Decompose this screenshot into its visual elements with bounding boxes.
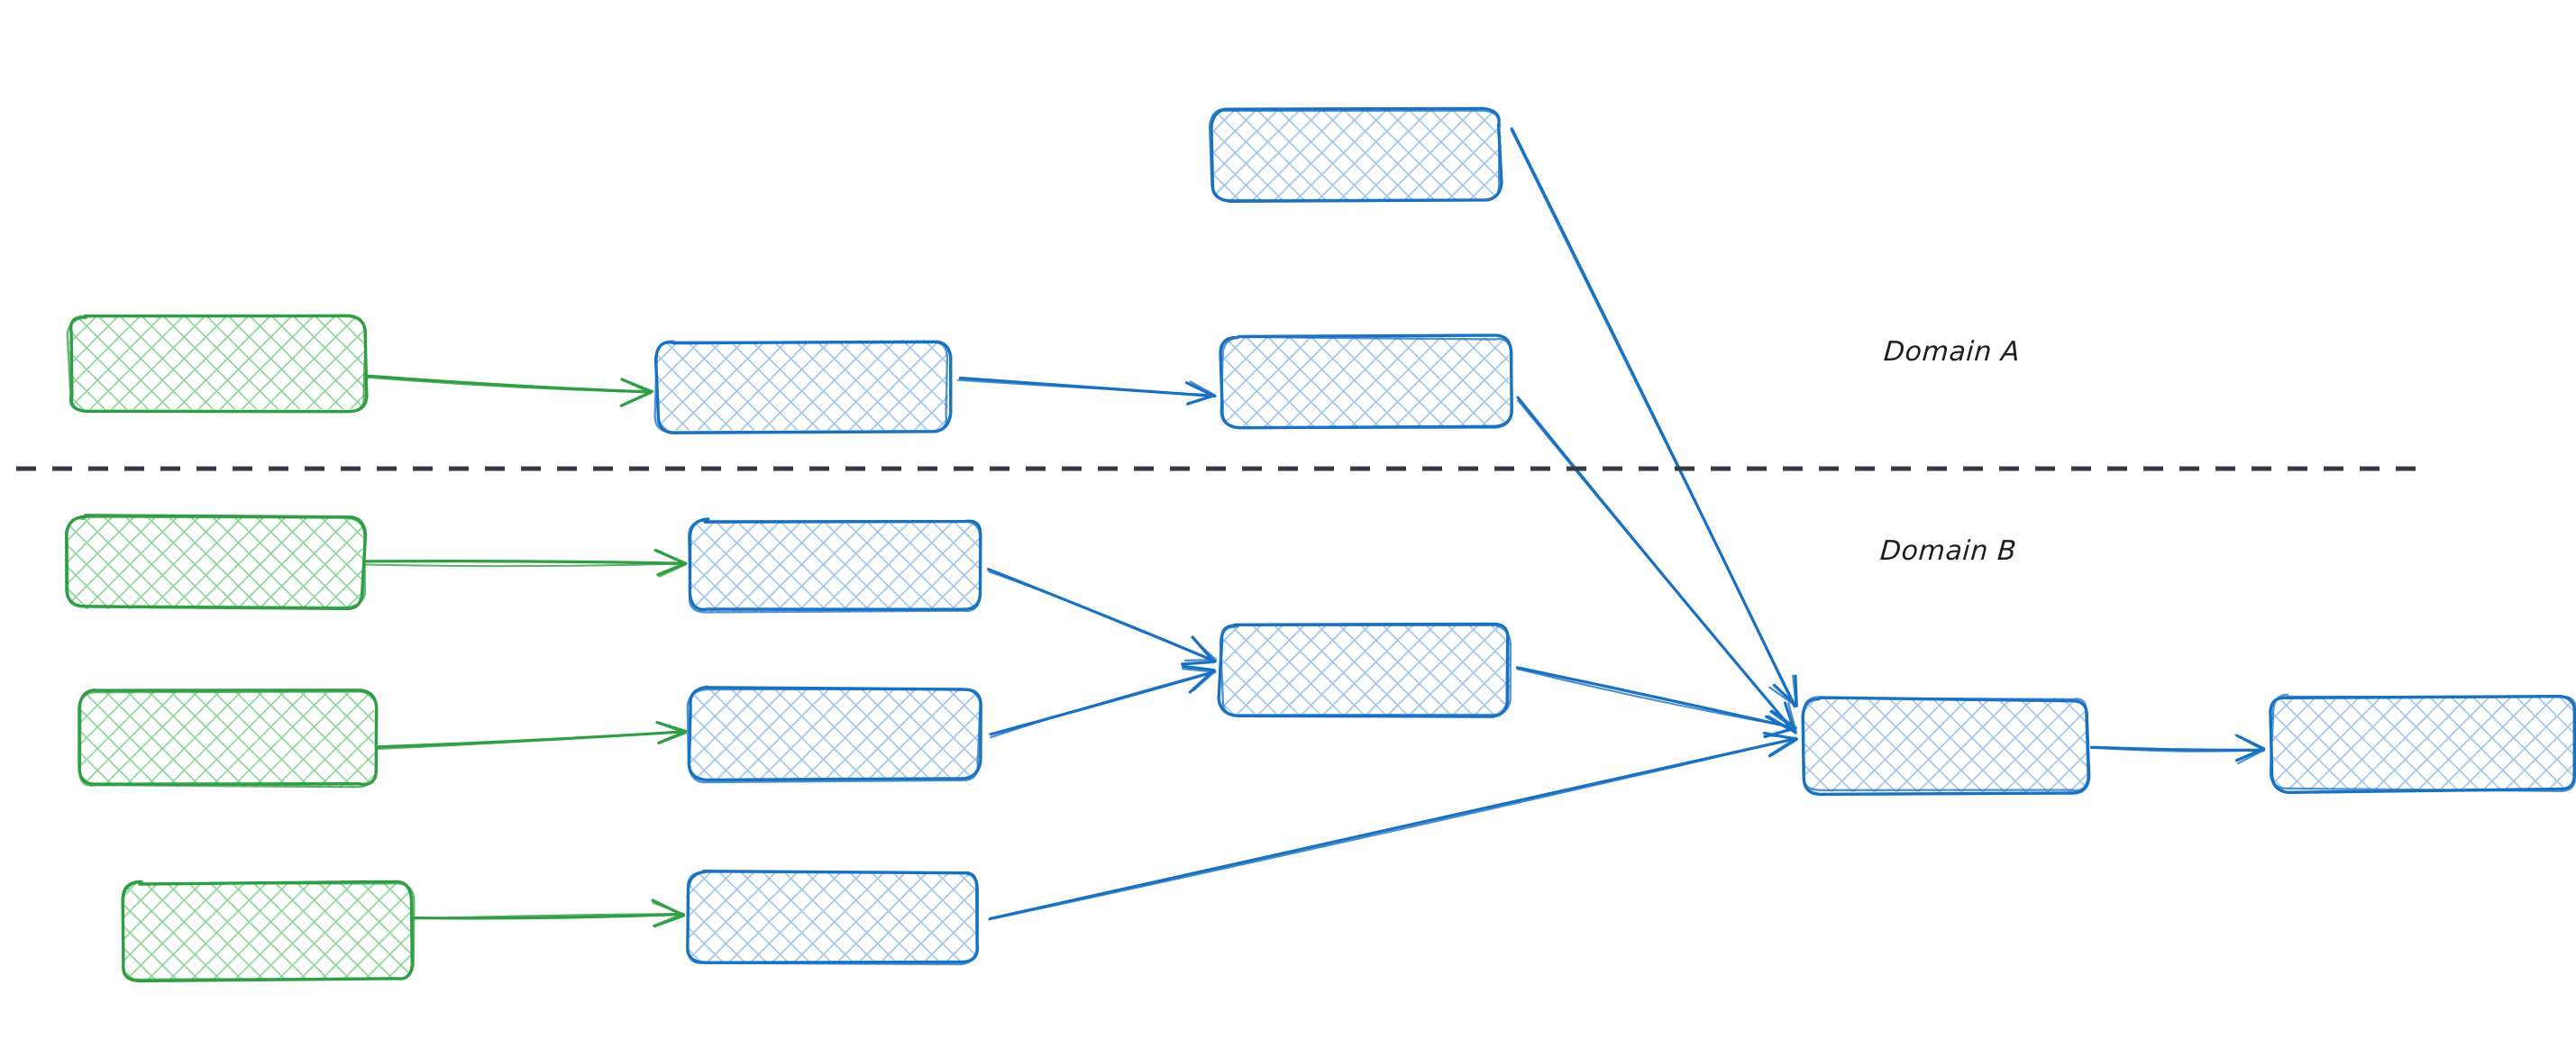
edge-shaft: [956, 379, 1217, 397]
nodes-layer: [65, 106, 2576, 983]
edge-shaft: [2090, 746, 2265, 753]
node-b-source-2[interactable]: [78, 688, 379, 789]
node-outline: [1208, 107, 1501, 202]
edge-b-stage-1-to-b-merge: [986, 568, 1218, 666]
edges-layer: [362, 127, 2266, 928]
node-fill: [68, 517, 363, 609]
edge-b-aggregate-to-b-output: [2089, 734, 2266, 765]
edge-arrowhead: [653, 549, 688, 578]
node-a-stage-top[interactable]: [1208, 106, 1503, 204]
edge-shaft: [1517, 399, 1796, 734]
node-outline: [686, 688, 982, 784]
node-outline: [686, 870, 978, 966]
node-outline: [122, 880, 416, 981]
edge-b-stage-3-to-b-aggregate: [988, 731, 1799, 921]
edge-arrowhead: [1182, 668, 1216, 691]
node-outline: [78, 690, 379, 789]
node-b-source-3[interactable]: [121, 880, 416, 983]
edge-shaft: [988, 570, 1216, 662]
edge-arrowhead: [2234, 734, 2265, 765]
node-fill: [655, 340, 949, 431]
node-a-source-1[interactable]: [66, 314, 369, 414]
edge-shaft: [364, 374, 653, 394]
edge-a-stage-2-to-b-aggregate: [1516, 396, 1798, 734]
node-b-stage-1[interactable]: [688, 517, 982, 614]
node-b-stage-3[interactable]: [685, 870, 980, 966]
edge-arrowhead: [1767, 702, 1798, 734]
node-outline: [66, 515, 367, 609]
edge-b-source-3-to-b-stage-3: [412, 898, 686, 928]
edge-shaft: [988, 736, 1797, 921]
domain-b-label: Domain B: [1878, 535, 2018, 567]
node-fill: [1802, 698, 2088, 792]
node-b-source-1[interactable]: [65, 514, 368, 611]
node-fill: [1212, 110, 1503, 202]
node-fill: [689, 519, 981, 613]
node-fill: [689, 689, 982, 780]
edge-a-stage-top-to-b-aggregate: [1510, 127, 1798, 708]
edge-shaft: [414, 913, 685, 920]
node-outline: [66, 314, 368, 413]
edge-arrowhead: [1185, 380, 1215, 406]
node-b-aggregate[interactable]: [1801, 696, 2091, 797]
node-fill: [685, 871, 977, 963]
edge-shaft: [365, 376, 653, 394]
node-fill: [1221, 623, 1512, 716]
edge-shaft: [1515, 666, 1797, 730]
node-outline: [2269, 693, 2576, 792]
edge-b-stage-2-to-b-merge: [989, 664, 1217, 739]
node-outline: [1219, 624, 1512, 716]
edge-arrowhead: [652, 901, 684, 927]
node-fill: [79, 691, 375, 788]
edge-a-source-1-to-a-stage-1: [364, 374, 654, 407]
node-outline: [688, 518, 982, 614]
node-a-stage-2[interactable]: [1219, 333, 1513, 430]
node-b-output[interactable]: [2269, 693, 2576, 795]
edge-b-source-1-to-b-stage-1: [362, 548, 688, 578]
edge-arrowhead: [656, 721, 688, 744]
edge-arrowhead: [1766, 734, 1797, 756]
edge-b-merge-to-b-aggregate: [1515, 666, 1797, 739]
domain-a-label: Domain A: [1882, 336, 2022, 368]
node-fill: [2271, 695, 2576, 790]
edge-arrowhead: [1183, 637, 1218, 662]
edge-shaft: [1516, 668, 1796, 729]
edge-shaft: [1510, 129, 1796, 707]
edge-shaft: [990, 670, 1216, 739]
edge-a-stage-1-to-a-stage-2: [956, 376, 1217, 406]
edge-arrowhead: [622, 379, 652, 406]
edge-shaft: [362, 562, 686, 568]
edge-shaft: [375, 730, 686, 751]
node-fill: [1221, 337, 1511, 428]
edge-shaft: [988, 737, 1796, 921]
node-fill: [124, 883, 415, 981]
edge-shaft: [362, 560, 688, 565]
node-outline: [1802, 696, 2089, 792]
node-fill: [69, 315, 368, 410]
node-outline: [688, 517, 982, 612]
node-b-merge[interactable]: [1217, 622, 1512, 718]
node-b-stage-2[interactable]: [686, 685, 982, 784]
node-outline: [1219, 335, 1513, 430]
node-a-stage-1[interactable]: [653, 340, 953, 435]
edge-b-source-2-to-b-stage-2: [374, 721, 688, 751]
edge-arrowhead: [1181, 664, 1216, 694]
edge-arrowhead: [1768, 674, 1797, 707]
node-outline: [653, 340, 949, 433]
